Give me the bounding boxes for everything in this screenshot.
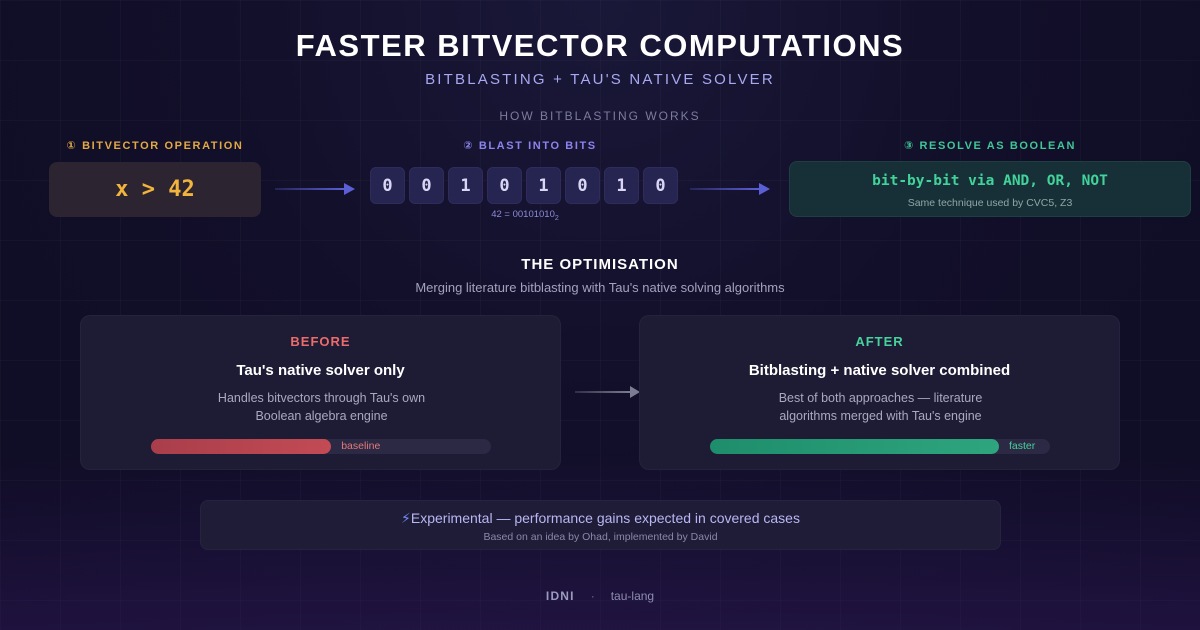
resolve-boolean-box: bit-by-bit via AND, OR, NOT Same techniq… [789,161,1191,217]
after-card: AFTER Bitblasting + native solver combin… [639,315,1120,470]
bit-cell: 0 [487,167,522,204]
bit-cell: 1 [448,167,483,204]
after-progress-fill [710,439,999,454]
after-progress-bar: faster [710,439,1050,454]
page-subtitle: BITBLASTING + TAU'S NATIVE SOLVER [425,71,775,88]
step3-label: ③ RESOLVE AS BOOLEAN [903,140,1077,152]
before-description: Handles bitvectors through Tau's own Boo… [141,389,502,425]
lightning-icon: ⚡ [401,510,411,526]
bit-row: 0 0 1 0 1 0 1 0 [370,167,680,204]
resolve-main-text: bit-by-bit via AND, OR, NOT [872,173,1108,189]
bits-caption-text: 42 = 00101010 [491,209,555,220]
note-main-text: Experimental — performance gains expecte… [410,510,800,526]
step2-label: ② BLAST INTO BITS [463,140,597,152]
footer-project: tau-lang [610,589,655,603]
after-description: Best of both approaches — literature alg… [700,389,1061,425]
page-title: FASTER BITVECTOR COMPUTATIONS [295,28,905,63]
before-tag: BEFORE [290,334,351,349]
before-description-line: Boolean algebra engine [255,409,388,423]
optimisation-subtitle: Merging literature bitblasting with Tau'… [415,280,785,295]
bit-cell: 0 [409,167,444,204]
bitvector-expression: x > 42 [115,177,195,202]
bit-cell: 1 [604,167,639,204]
bit-cell: 1 [526,167,561,204]
bit-cell: 0 [643,167,678,204]
after-bar-label: faster [1009,440,1036,452]
arrow-right-icon [575,386,640,398]
before-progress-bar: baseline [151,439,491,454]
bits-caption-base: 2 [554,214,559,222]
step1-label: ① BITVECTOR OPERATION [66,140,244,152]
footer-separator: · [590,589,595,603]
after-tag: AFTER [855,334,904,349]
experimental-note: ⚡Experimental — performance gains expect… [200,500,1001,550]
before-bar-label: baseline [341,440,381,452]
footer-brand: IDNI [545,589,575,603]
before-description-line: Handles bitvectors through Tau's own [217,391,426,405]
footer: IDNI · tau-lang [0,589,1200,603]
before-card: BEFORE Tau's native solver only Handles … [80,315,561,470]
note-main: ⚡Experimental — performance gains expect… [201,510,1000,527]
bits-caption: 42 = 001010102 [370,209,680,222]
bit-cell: 0 [370,167,405,204]
resolve-sub-text: Same technique used by CVC5, Z3 [907,197,1073,209]
optimisation-title: THE OPTIMISATION [521,256,679,273]
arrow-right-icon [690,183,770,195]
bitvector-operation-box: x > 42 [49,162,261,217]
bit-cell: 0 [565,167,600,204]
before-title: Tau's native solver only [236,362,405,379]
after-description-line: algorithms merged with Tau's engine [779,409,982,423]
section-label: HOW BITBLASTING WORKS [499,109,701,123]
after-title: Bitblasting + native solver combined [748,362,1011,379]
arrow-right-icon [275,183,355,195]
after-description-line: Best of both approaches — literature [778,391,983,405]
note-credit: Based on an idea by Ohad, implemented by… [483,531,718,543]
before-progress-fill [151,439,332,454]
